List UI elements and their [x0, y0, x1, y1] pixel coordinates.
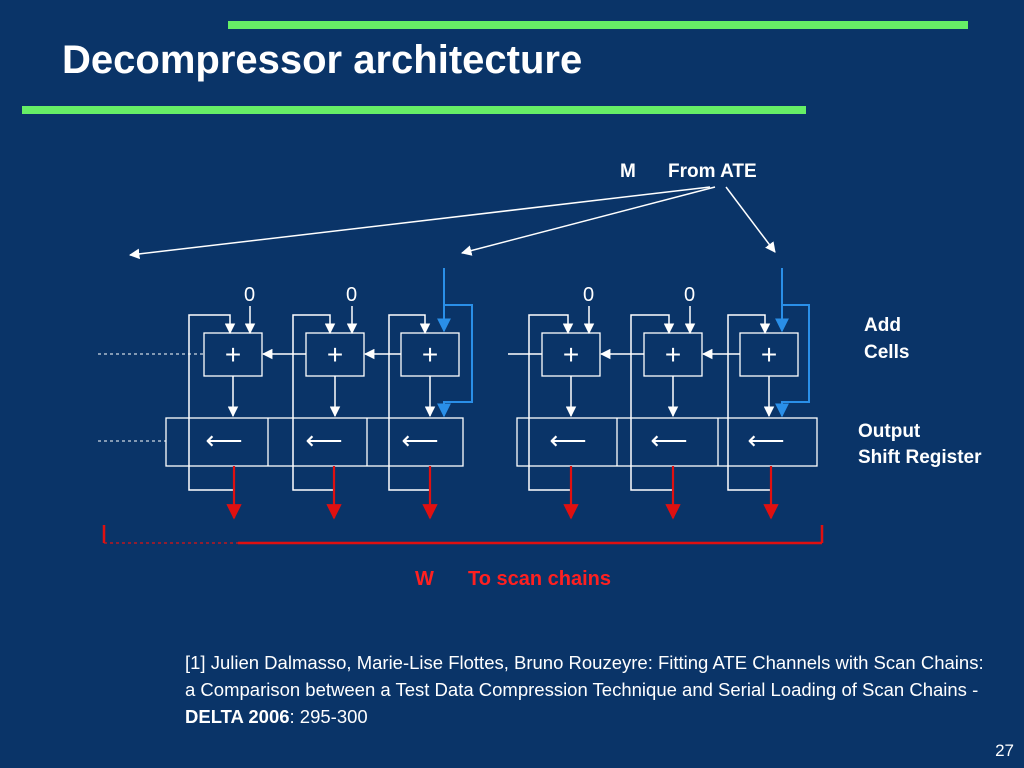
add-cell-symbol-4: + [563, 339, 579, 370]
output-register-label-line-1: Output [858, 421, 921, 442]
reference-text: [1] Julien Dalmasso, Marie-Lise Flottes,… [185, 652, 984, 700]
ate-arrow-right [725, 186, 776, 253]
output-register-label-line-2: Shift Register [858, 447, 982, 468]
add-cell-symbol-1: + [225, 339, 241, 370]
slide-title: Decompressor architecture [62, 38, 583, 82]
output-bus-bracket [102, 525, 824, 545]
shift-cell-arrow-5: ⟵ [650, 425, 687, 455]
shift-register-block-2 [516, 417, 818, 467]
shift-cell-arrow-4: ⟵ [549, 425, 586, 455]
add-cell-symbol-6: + [761, 339, 777, 370]
input-source-label: From ATE [668, 161, 757, 182]
shift-register-block-1 [165, 417, 464, 467]
top-accent-bar [228, 21, 968, 29]
zero-input-3: 0 [583, 284, 594, 306]
reference-pages: : 295-300 [289, 706, 368, 727]
add-cells-label-line-1: Add [864, 315, 901, 336]
shift-cell-arrow-3: ⟵ [401, 425, 438, 455]
zero-input-2: 0 [346, 284, 357, 306]
output-target-label: To scan chains [468, 568, 611, 590]
scan-chain-outputs [226, 466, 779, 520]
ate-input-lines [437, 268, 810, 418]
add-cell-symbol-2: + [327, 339, 343, 370]
add-cell-symbol-3: + [422, 339, 438, 370]
add-cell-symbol-5: + [665, 339, 681, 370]
zero-input-4: 0 [684, 284, 695, 306]
page-number: 27 [995, 741, 1014, 760]
input-bus-label: M [620, 161, 636, 182]
feedback-wires [188, 314, 771, 491]
add-cells: + + + + + + [203, 332, 799, 377]
adder-to-register-arrows [227, 376, 775, 418]
reference-citation: [1] Julien Dalmasso, Marie-Lise Flottes,… [185, 649, 985, 730]
output-shift-register: ⟵ ⟵ ⟵ ⟵ ⟵ ⟵ [165, 417, 818, 467]
add-cells-label-line-2: Cells [864, 342, 909, 363]
bottom-accent-bar [22, 106, 806, 114]
shift-cell-arrow-6: ⟵ [747, 425, 784, 455]
reference-venue: DELTA 2006 [185, 706, 290, 727]
zero-input-arrows [244, 306, 696, 335]
shift-cell-arrow-1: ⟵ [205, 425, 242, 455]
output-bus-label: W [415, 568, 434, 590]
ate-arrow-middle [460, 186, 716, 256]
ate-arrow-left [128, 186, 711, 260]
zero-input-1: 0 [244, 284, 255, 306]
shift-cell-arrow-2: ⟵ [305, 425, 342, 455]
decompressor-diagram: M From ATE 0 0 0 0 + + + [98, 161, 982, 590]
